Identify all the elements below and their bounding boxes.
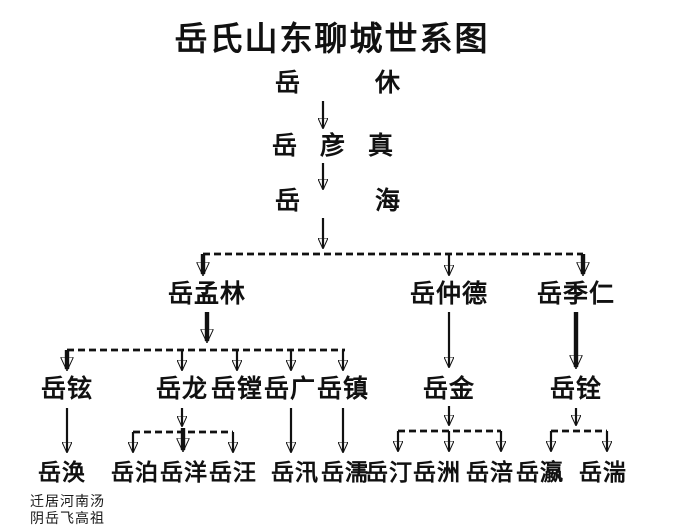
person-node-yue-tang: 岳镗 xyxy=(210,375,264,403)
person-node-yue-huan: 岳涣 xyxy=(38,459,86,485)
person-node-yue-guang: 岳广 xyxy=(263,375,317,403)
migration-note-line2: 阴岳飞高祖 xyxy=(30,510,105,526)
person-node-yue-long: 岳龙 xyxy=(155,375,209,403)
person-node-yue-yanzhen: 岳彦真 xyxy=(272,132,417,160)
person-node-yue-menglin: 岳孟林 xyxy=(167,280,247,308)
person-node-yue-quan: 岳铨 xyxy=(549,375,603,403)
person-node-yue-xuan: 岳铉 xyxy=(40,375,94,403)
person-node-yue-zhongde: 岳仲德 xyxy=(409,280,489,308)
person-node-yue-hai: 岳海 xyxy=(275,187,476,215)
person-node-yue-zhen: 岳镇 xyxy=(316,375,370,403)
migration-note: 迁居河南汤 阴岳飞高祖 xyxy=(30,493,105,527)
person-node-yue-tuan: 岳湍 xyxy=(579,459,627,485)
person-node-yue-wang: 岳汪 xyxy=(209,459,257,485)
person-node-yue-jiren: 岳季仁 xyxy=(536,280,616,308)
person-node-yue-ying: 岳瀛 xyxy=(516,459,564,485)
person-node-yue-zhou: 岳洲 xyxy=(413,459,461,485)
page-title: 岳氏山东聊城世系图 xyxy=(174,20,490,57)
person-node-yue-ting: 岳汀 xyxy=(365,459,413,485)
migration-note-line1: 迁居河南汤 xyxy=(30,493,105,509)
person-node-yue-jin: 岳金 xyxy=(422,375,476,403)
person-node-yue-xiu: 岳休 xyxy=(275,69,476,97)
person-node-yue-fu: 岳涪 xyxy=(466,459,514,485)
person-node-yue-xun: 岳汛 xyxy=(271,459,319,485)
person-node-yue-ru: 岳濡 xyxy=(321,459,369,485)
person-node-yue-yang: 岳洋 xyxy=(160,459,208,485)
person-node-yue-bo: 岳泊 xyxy=(111,459,159,485)
